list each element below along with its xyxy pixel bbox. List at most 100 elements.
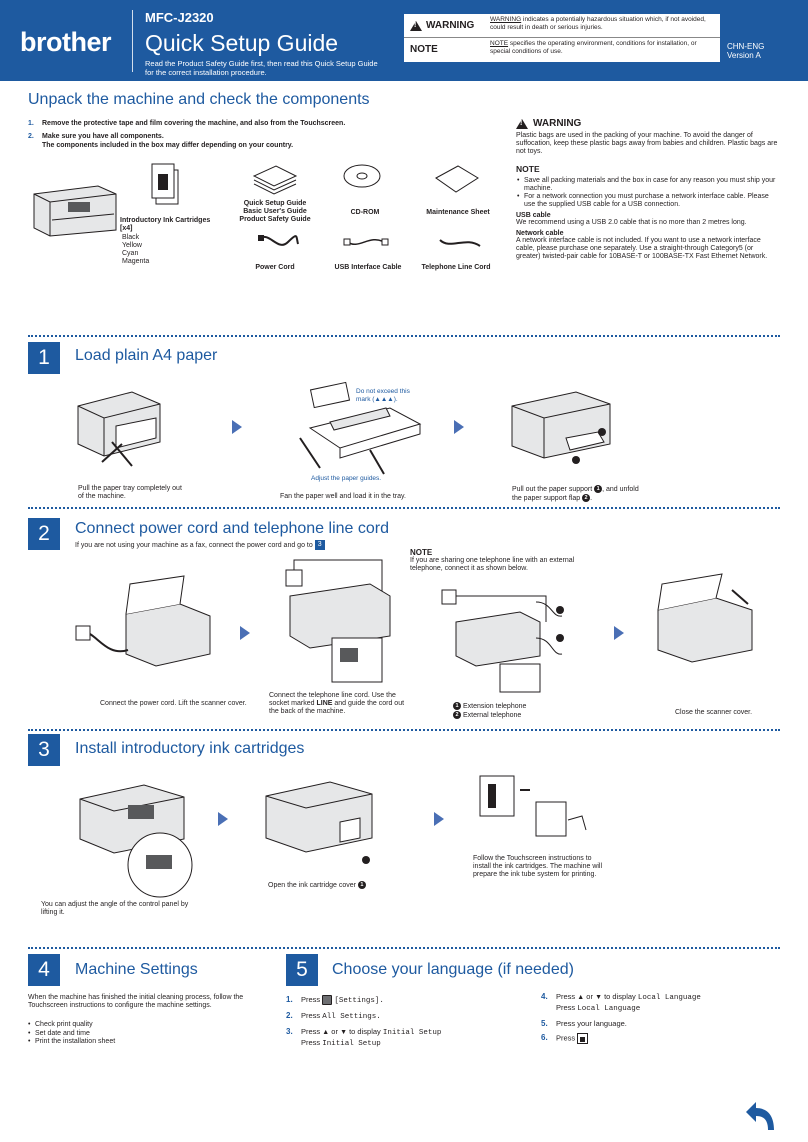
- step-5-list-left: 1.Press [Settings]. 2.Press All Settings…: [286, 995, 442, 1048]
- divider: [28, 947, 780, 949]
- guide-label-1: Quick Setup Guide: [243, 200, 307, 207]
- power-cord-icon: [258, 235, 299, 246]
- step-5-badge: 5: [286, 954, 318, 986]
- step-2-caption-4: Close the scanner cover.: [675, 709, 753, 716]
- step-4-text: When the machine has finished the initia…: [28, 994, 244, 1009]
- goto-step-3-badge[interactable]: 3: [314, 540, 325, 550]
- unpack-warning-title: WARNING: [533, 118, 582, 129]
- install-cartridges-illustration: [479, 775, 587, 837]
- ink-label: Introductory Ink Cartridges: [120, 217, 211, 224]
- notice-warning-label: WARNING: [426, 20, 475, 31]
- network-cable-title: Network cable: [516, 230, 564, 237]
- cdrom-label: CD-ROM: [350, 209, 380, 216]
- arrow-right-icon: [614, 626, 624, 640]
- list-item: For a network connection you must purcha…: [516, 193, 778, 209]
- power-cord-label: Power Cord: [255, 264, 295, 271]
- notice-note-row: NOTE NOTE specifies the operating enviro…: [404, 38, 720, 62]
- callout-1-icon: 1: [357, 881, 366, 889]
- arrow-right-icon: [454, 420, 464, 434]
- list-item: Check print quality: [28, 1021, 115, 1030]
- unpack-warning-text: Plastic bags are used in the packing of …: [516, 132, 778, 155]
- unpack-steps: 1.Remove the protective tape and film co…: [28, 120, 346, 149]
- step-5-title: Choose your language (if needed): [332, 961, 574, 978]
- notice-note-word: NOTE: [490, 40, 509, 47]
- step-1-caption-2: Fan the paper well and load it in the tr…: [280, 493, 406, 500]
- settings-icon: [322, 995, 333, 1006]
- header-bar: brother MFC-J2320 Quick Setup Guide Read…: [0, 0, 808, 81]
- machine-illustration: [33, 185, 117, 237]
- paper-guides-callout: Adjust the paper guides.: [311, 475, 382, 482]
- step-3-caption-3: Follow the Touchscreen instructions to i…: [473, 855, 603, 878]
- step-2-legend: 1 Extension telephone 2 External telepho…: [453, 702, 526, 720]
- callout-1-icon: 1: [594, 485, 603, 493]
- ink-cartridge-illustration: [151, 163, 179, 205]
- up-arrow-icon: ▲: [322, 1029, 330, 1036]
- arrow-right-icon: [240, 626, 250, 640]
- step-1-caption-3: Pull out the paper support 1, and unfold…: [512, 485, 639, 502]
- warning-icon: [516, 118, 528, 129]
- divider: [28, 507, 780, 509]
- usb-cable-label: USB Interface Cable: [334, 264, 402, 271]
- unpack-note-title: NOTE: [516, 164, 540, 174]
- step-1-badge: 1: [28, 342, 60, 374]
- control-panel-illustration: [79, 784, 193, 898]
- usb-cable-text: We recommend using a USB 2.0 cable that …: [516, 219, 747, 226]
- arrow-right-icon: [218, 812, 228, 826]
- ink-colors: Black Yellow Cyan Magenta: [122, 234, 150, 265]
- paper-tray-pull-illustration: [77, 391, 161, 467]
- model-name: MFC-J2320: [145, 10, 214, 25]
- version: Version A: [727, 51, 761, 60]
- up-arrow-icon: ▲: [577, 994, 585, 1001]
- list-item: Set date and time: [28, 1030, 115, 1039]
- step-2-caption-2: Connect the telephone line cord. Use the…: [269, 692, 405, 715]
- step-2-badge: 2: [28, 518, 60, 550]
- guide-label-3: Product Safety Guide: [239, 216, 311, 223]
- unpack-step2b: The components included in the box may d…: [42, 142, 294, 149]
- unpack-warning-note-panel: WARNING Plastic bags are used in the pac…: [516, 118, 778, 261]
- step-2-title: Connect power cord and telephone line co…: [75, 520, 389, 537]
- arrow-right-icon: [434, 812, 444, 826]
- step-1-caption-1: Pull the paper tray completely out of th…: [78, 485, 182, 500]
- step-4-badge: 4: [28, 954, 60, 986]
- down-arrow-icon: ▼: [340, 1029, 347, 1036]
- home-icon: [577, 1033, 589, 1044]
- unpack-step1: Remove the protective tape and film cove…: [42, 120, 346, 127]
- paper-support-illustration: [511, 391, 611, 464]
- shared-line-illustration: [441, 589, 564, 693]
- telephone-line-connect-illustration: [285, 559, 391, 683]
- arrow-right-icon: [232, 420, 242, 434]
- notice-note-label: NOTE: [410, 44, 438, 55]
- close-scanner-cover-illustration: [657, 573, 753, 663]
- brand-logo: brother: [20, 27, 112, 57]
- divider: [28, 335, 780, 337]
- unpack-title: Unpack the machine and check the compone…: [28, 91, 370, 108]
- step-1-title: Load plain A4 paper: [75, 347, 218, 364]
- guides-illustration: [252, 165, 298, 195]
- step-2-intro: If you are not using your machine as a f…: [75, 540, 325, 550]
- telephone-cord-label: Telephone Line Cord: [421, 264, 491, 271]
- header-divider: [132, 10, 133, 72]
- turn-page-icon[interactable]: [744, 1098, 780, 1134]
- callout-2-icon: 2: [453, 710, 461, 719]
- notice-warning-text: indicates a potentially hazardous situat…: [490, 16, 706, 31]
- ink-cover-illustration: [265, 781, 373, 864]
- step-2-note-title: NOTE: [410, 548, 433, 557]
- ink-count: [x4]: [120, 225, 133, 232]
- step-3-caption-2: Open the ink cartridge cover 1: [268, 881, 366, 890]
- step-2-caption-1: Connect the power cord. Lift the scanner…: [100, 700, 247, 707]
- step-4-title: Machine Settings: [75, 961, 198, 978]
- step-3-badge: 3: [28, 734, 60, 766]
- notice-warning-row: WARNING WARNING indicates a potentially …: [404, 14, 720, 38]
- step-3-title: Install introductory ink cartridges: [75, 740, 305, 757]
- telephone-cord-icon: [439, 239, 481, 247]
- maintenance-label: Maintenance Sheet: [426, 209, 490, 216]
- guide-subtitle: Read the Product Safety Guide first, the…: [145, 59, 378, 77]
- guide-label-2: Basic User's Guide: [243, 208, 307, 215]
- cdrom-icon: [343, 164, 381, 188]
- paper-limit-callout: Do not exceed this mark (▲▲▲).: [356, 388, 410, 403]
- callout-2-icon: 2: [582, 493, 591, 502]
- power-cord-connect-illustration: [75, 575, 211, 667]
- step-2-note-text: If you are sharing one telephone line wi…: [410, 557, 575, 572]
